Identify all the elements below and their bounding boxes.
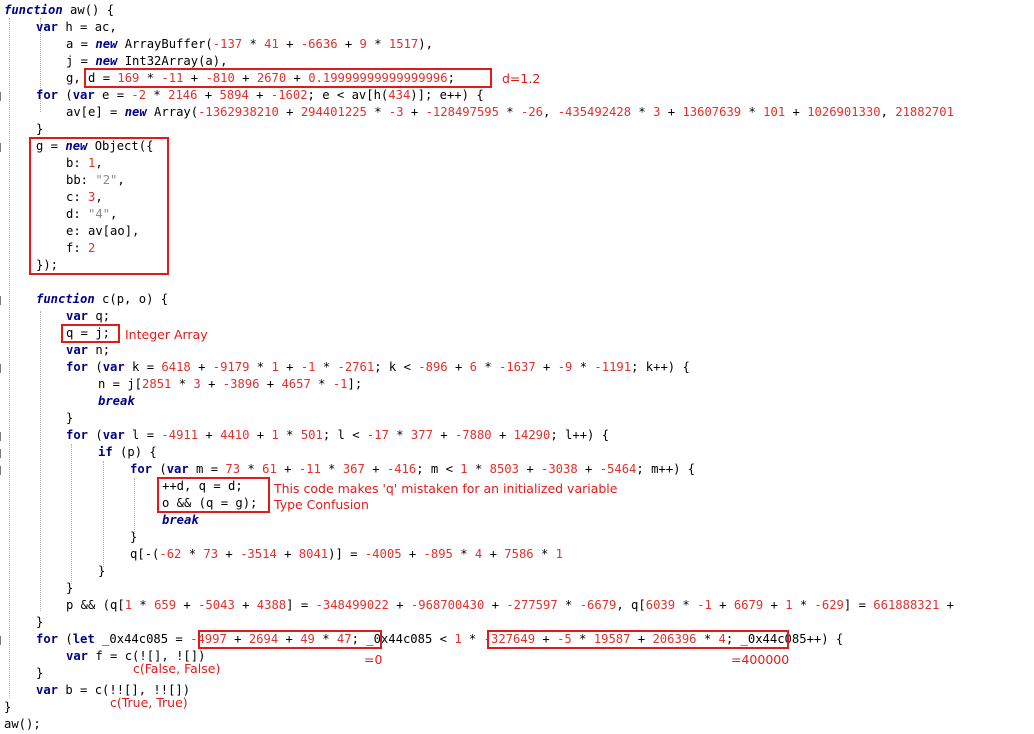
code-line: ++d, q = d; (162, 479, 243, 493)
code-line: } (36, 122, 44, 136)
code-line: av[e] = new Array(-1362938210 + 29440122… (66, 105, 954, 119)
indent-guide (71, 444, 72, 584)
fold-marker[interactable] (0, 92, 3, 101)
fold-marker[interactable] (0, 636, 3, 645)
code-line: var q; (66, 309, 111, 323)
code-line: var h = ac, (36, 20, 117, 34)
type-confusion-highlight (157, 477, 270, 513)
code-line: f: 2 (66, 241, 96, 255)
code-line: var n; (66, 343, 111, 357)
code-line: q = j; (66, 326, 111, 340)
fold-marker[interactable] (0, 143, 3, 152)
code-line: for (let _0x44c085 = -4997 + 2694 + 49 *… (36, 632, 844, 646)
code-line: var b = c(!![], !![]) (36, 683, 191, 697)
code-line: } (66, 411, 74, 425)
indent-guide (40, 18, 41, 112)
code-line: break (98, 394, 135, 408)
code-line: if (p) { (98, 445, 157, 459)
indent-guide (103, 461, 104, 567)
annotation-call-false: c(False, False) (133, 661, 221, 676)
fold-marker[interactable] (0, 364, 3, 373)
fold-marker[interactable] (0, 466, 3, 475)
code-line: }); (36, 258, 59, 272)
code-line: e: av[ao], (66, 224, 140, 238)
code-line: q[-(-62 * 73 + -3514 + 8041)] = -4005 + … (130, 547, 563, 561)
indent-guide (134, 478, 135, 534)
code-line: } (4, 700, 12, 714)
fold-marker[interactable] (0, 296, 3, 305)
loop-end-highlight (487, 630, 789, 649)
code-line: aw(); (4, 717, 41, 731)
annotation-mistaken-variable: This code makes 'q' mistaken for an init… (274, 481, 618, 496)
q-assign-highlight (61, 324, 120, 343)
code-line: for (var m = 73 * 61 + -11 * 367 + -416;… (130, 462, 696, 476)
annotation-equals-400000: =400000 (731, 652, 790, 667)
annotation-type-confusion: Type Confusion (274, 497, 369, 512)
indent-guide (40, 311, 41, 611)
code-line: } (130, 530, 138, 544)
indent-guide (9, 18, 10, 698)
code-line: bb: "2", (66, 173, 125, 187)
code-line: o && (q = g); (162, 496, 258, 510)
code-line: g = new Object({ (36, 139, 154, 153)
annotation-integer-array: Integer Array (125, 327, 208, 342)
annotation-call-true: c(True, True) (110, 695, 188, 710)
code-line: var f = c(![], ![]) (66, 649, 206, 663)
annotation-d-value: d=1.2 (502, 71, 541, 86)
d-assignment-highlight (84, 68, 492, 88)
code-line: for (var e = -2 * 2146 + 5894 + -1602; e… (36, 88, 484, 102)
code-line: j = new Int32Array(a), (66, 54, 228, 68)
code-line: n = j[2851 * 3 + -3896 + 4657 * -1]; (98, 377, 363, 391)
code-line: for (var l = -4911 + 4410 + 1 * 501; l <… (66, 428, 610, 442)
code-line: } (36, 666, 44, 680)
code-line: p && (q[1 * 659 + -5043 + 4388] = -34849… (66, 598, 954, 612)
loop-start-highlight (198, 630, 382, 649)
code-line: c: 3, (66, 190, 103, 204)
code-line: a = new ArrayBuffer(-137 * 41 + -6636 + … (66, 37, 433, 51)
code-line: g, d = 169 * -11 + -810 + 2670 + 0.19999… (66, 71, 455, 85)
code-line: } (66, 581, 74, 595)
code-line: d: "4", (66, 207, 118, 221)
fold-marker[interactable] (0, 432, 3, 441)
object-g-highlight (29, 137, 169, 275)
annotation-equals-zero: =0 (364, 652, 383, 667)
fold-marker[interactable] (0, 449, 3, 458)
code-line: function aw() { (4, 3, 115, 17)
code-line: } (36, 615, 44, 629)
code-line: break (162, 513, 199, 527)
code-line: b: 1, (66, 156, 103, 170)
code-line: } (98, 564, 106, 578)
code-line: function c(p, o) { (36, 292, 169, 306)
code-line: for (var k = 6418 + -9179 * 1 + -1 * -27… (66, 360, 690, 374)
